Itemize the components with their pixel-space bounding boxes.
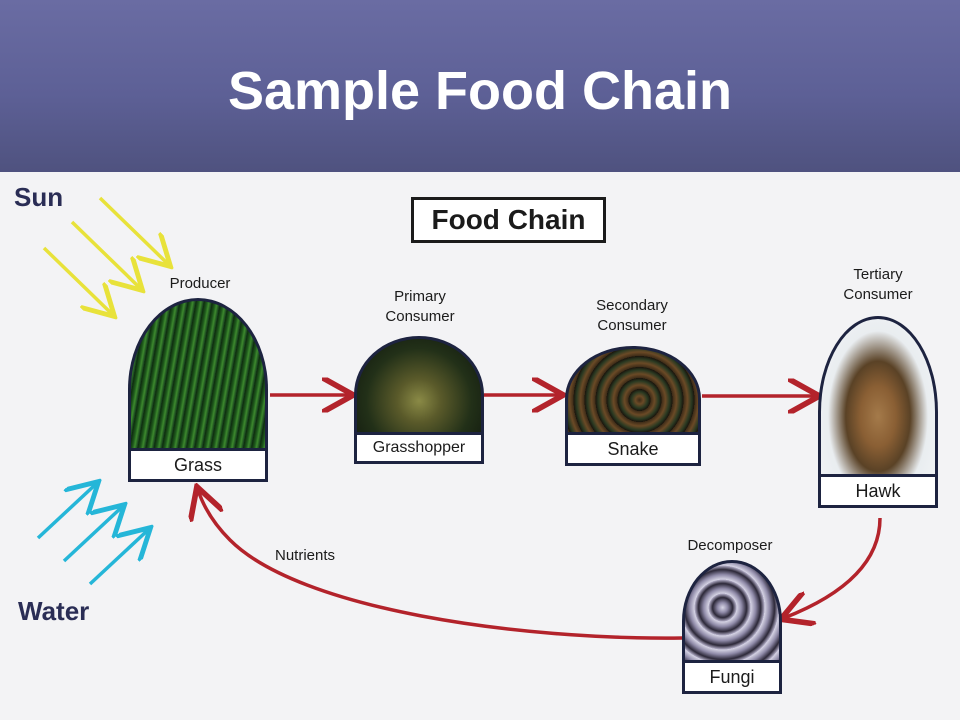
sun-rays bbox=[42, 196, 168, 314]
slide-header: Sample Food Chain bbox=[0, 0, 960, 172]
node-fungi: Fungi bbox=[682, 560, 782, 696]
node-name-grass: Grass bbox=[128, 448, 268, 482]
sun-label: Sun bbox=[14, 182, 64, 212]
grasshopper-image bbox=[354, 336, 484, 434]
role-line: Consumer bbox=[385, 308, 455, 326]
node-grasshopper: Grasshopper bbox=[354, 336, 484, 466]
water-ray bbox=[88, 530, 148, 586]
sun-ray bbox=[70, 220, 140, 288]
water-ray bbox=[36, 484, 96, 540]
role-line: Consumer bbox=[597, 317, 667, 335]
node-hawk: Hawk bbox=[818, 316, 938, 508]
water-label: Water bbox=[18, 596, 90, 626]
role-line: Consumer bbox=[843, 286, 913, 304]
role-label-secondary-consumer: Secondary Consumer bbox=[572, 296, 692, 337]
arrow-fungi-to-grass bbox=[198, 490, 683, 640]
water-ray bbox=[62, 507, 122, 563]
diagram-title: Food Chain bbox=[411, 197, 606, 243]
node-snake: Snake bbox=[565, 346, 701, 468]
node-name-hawk: Hawk bbox=[818, 474, 938, 508]
sun-ray bbox=[98, 196, 168, 264]
node-grass: Grass bbox=[128, 298, 268, 484]
grass-image bbox=[128, 298, 268, 450]
slide-title: Sample Food Chain bbox=[227, 61, 733, 121]
sun-ray bbox=[42, 246, 112, 314]
node-name-snake: Snake bbox=[565, 432, 701, 466]
water-rays bbox=[36, 484, 148, 586]
role-label-decomposer: Decomposer bbox=[687, 537, 773, 554]
role-label-primary-consumer: Primary Consumer bbox=[360, 287, 480, 328]
role-line: Primary bbox=[394, 288, 446, 305]
fungi-image bbox=[682, 560, 782, 662]
arrow-hawk-to-fungi bbox=[784, 517, 882, 618]
role-label-tertiary-consumer: Tertiary Consumer bbox=[818, 265, 938, 306]
role-label-producer: Producer bbox=[169, 275, 231, 292]
role-line: Tertiary bbox=[853, 266, 903, 283]
node-name-grasshopper: Grasshopper bbox=[354, 432, 484, 464]
snake-image bbox=[565, 346, 701, 434]
node-name-fungi: Fungi bbox=[682, 660, 782, 694]
nutrients-label: Nutrients bbox=[275, 547, 336, 564]
role-line: Secondary bbox=[596, 297, 668, 314]
hawk-image bbox=[818, 316, 938, 476]
